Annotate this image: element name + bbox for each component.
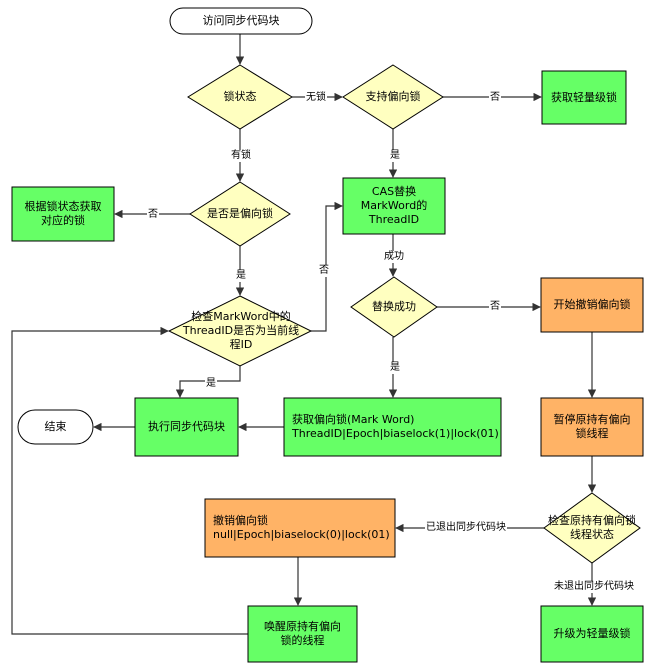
- node-check-threadid: [167, 295, 313, 367]
- edge-label-has-lock: 有锁: [230, 150, 252, 162]
- node-execute-sync-label: 执行同步代码块: [148, 420, 225, 434]
- edge-label-exited-sync: 已退出同步代码块: [425, 522, 507, 534]
- node-get-biased-lock: [283, 397, 502, 457]
- node-get-biased-lock-label: 获取偏向锁(Mark Word) ThreadID|Epoch|biaseloc…: [292, 413, 499, 440]
- node-cas-replace-label: CAS替换 MarkWord的 ThreadID: [360, 185, 428, 226]
- edge-label-threadid-yes: 是: [205, 378, 217, 390]
- node-get-light-lock-label: 获取轻量级锁: [551, 90, 617, 104]
- node-replace-success: [350, 276, 438, 338]
- node-support-biased: [342, 64, 444, 130]
- node-start-revoke: [540, 277, 644, 333]
- node-upgrade-light-label: 升级为轻量级锁: [553, 627, 631, 641]
- node-execute-sync: [134, 397, 239, 457]
- node-revoke-biased: [204, 498, 396, 558]
- edge-label-support-yes: 是: [389, 150, 401, 162]
- edge-wake-to-check-threadid: [11, 326, 248, 635]
- node-lock-state: [187, 64, 293, 130]
- edge-label-replace-yes: 是: [389, 362, 401, 374]
- edge-label-biased-yes: 是: [235, 270, 247, 282]
- edge-label-biased-no: 否: [147, 209, 159, 221]
- node-get-lock-by-state-label: 根据锁状态获取 对应的锁: [24, 200, 102, 227]
- node-get-lock-by-state: [11, 186, 115, 242]
- node-support-biased-label: 支持偏向锁: [365, 90, 421, 104]
- node-start-revoke-label: 开始撤销偏向锁: [553, 298, 631, 312]
- node-check-thread-state: [543, 492, 641, 564]
- edge-label-replace-no: 否: [489, 301, 501, 313]
- node-suspend-thread: [540, 397, 644, 457]
- edge-label-cas-success: 成功: [383, 251, 405, 263]
- edge-label-threadid-no: 否: [318, 265, 330, 277]
- node-wake-thread: [247, 605, 358, 663]
- node-end: [17, 409, 94, 445]
- node-lock-state-label: 锁状态: [223, 90, 257, 104]
- node-wake-thread-label: 唤醒原持有偏向 锁的线程: [264, 620, 341, 647]
- edge-label-support-no: 否: [489, 92, 501, 104]
- node-revoke-biased-label: 撤销偏向锁 null|Epoch|biaselock(0)|lock(01): [213, 514, 390, 541]
- node-get-light-lock: [541, 70, 627, 125]
- node-check-thread-state-label: 检查原持有偏向锁 线程状态: [548, 514, 636, 541]
- node-replace-success-label: 替换成功: [372, 300, 416, 314]
- node-suspend-thread-label: 暂停原持有偏向 锁线程: [553, 413, 631, 440]
- edge-label-not-exited-sync: 未退出同步代码块: [553, 581, 635, 593]
- node-cas-replace: [342, 177, 446, 235]
- node-start: [169, 7, 313, 35]
- node-is-biased: [189, 181, 291, 247]
- node-check-threadid-label: 检查MarkWord中的 ThreadID是否为当前线 程ID: [182, 310, 300, 351]
- edge-label-no-lock: 无锁: [305, 92, 327, 104]
- node-is-biased-label: 是否是偏向锁: [207, 207, 273, 221]
- node-upgrade-light: [540, 605, 644, 663]
- node-end-label: 结束: [44, 420, 67, 434]
- node-start-label: 访问同步代码块: [202, 14, 280, 28]
